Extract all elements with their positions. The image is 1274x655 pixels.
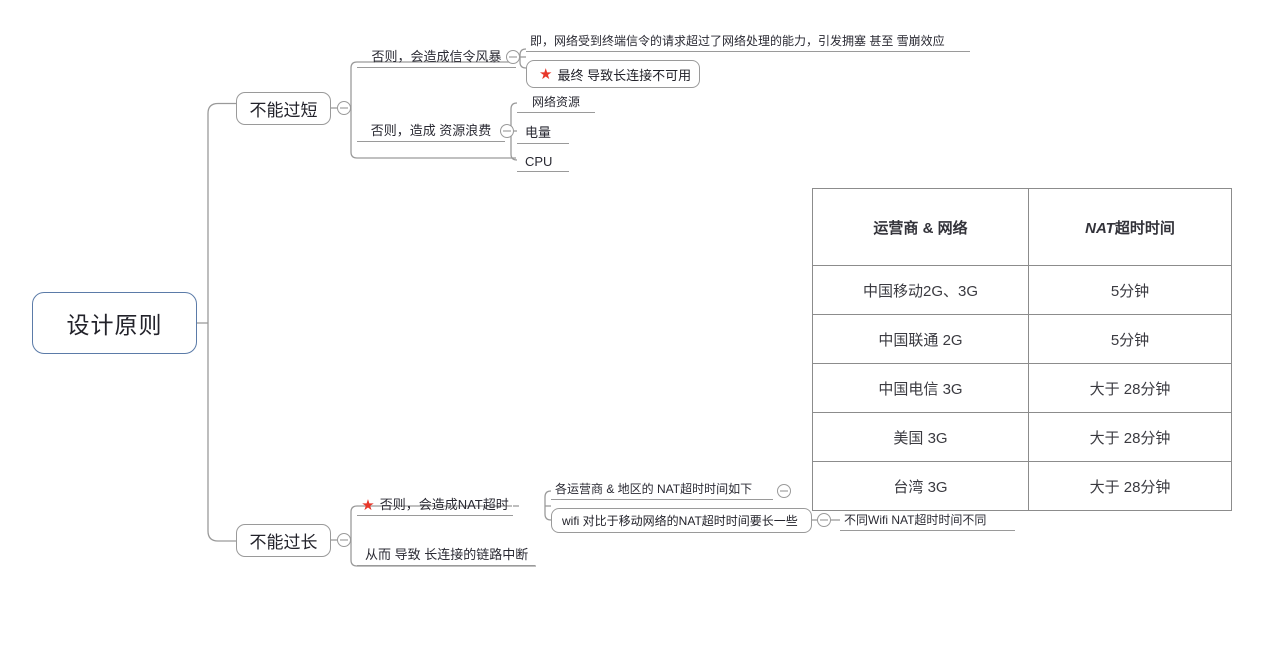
table-row: 中国联通 2G 5分钟 [812,314,1232,364]
node-congestion-explain-label: 即，网络受到终端信令的请求超过了网络处理的能力，引发拥塞 甚至 雪崩效应 [530,34,945,48]
collapse-toggle-signaling-storm[interactable] [506,50,520,64]
collapse-toggle-wifi[interactable] [817,513,831,527]
node-battery[interactable]: 电量 [517,120,569,144]
table-row: 中国移动2G、3G 5分钟 [812,265,1232,315]
node-cannot-be-too-long-label: 不能过长 [249,533,318,552]
node-resource-waste-label: 否则，造成 资源浪费 [370,123,492,138]
table-row: 美国 3G 大于 28分钟 [812,412,1232,462]
node-nat-timeout-label: 否则，会造成NAT超时 [379,497,509,512]
cell-timeout: 大于 28分钟 [1028,461,1232,511]
node-long-conn-unavailable-label: 最终 导致长连接不可用 [557,67,692,83]
node-signaling-storm-label: 否则，会造成信令风暴 [371,49,502,64]
node-wifi-compare-label: wifi 对比于移动网络的NAT超时时间要长一些 [562,514,798,528]
node-carrier-nat-list-label: 各运营商 & 地区的 NAT超时时间如下 [555,482,753,496]
collapse-toggle-too-short[interactable] [337,101,351,115]
table-header-row: 运营商 & 网络 NAT超时时间 [812,188,1232,266]
node-carrier-nat-list[interactable]: 各运营商 & 地区的 NAT超时时间如下 [551,478,773,500]
table-row: 中国电信 3G 大于 28分钟 [812,363,1232,413]
collapse-toggle-resource-waste[interactable] [500,124,514,138]
star-icon-nat: ★ [361,497,375,514]
cell-carrier: 美国 3G [812,412,1029,462]
cell-timeout: 5分钟 [1028,314,1232,364]
table-header-timeout-prefix: NAT [1085,219,1115,237]
node-signaling-storm[interactable]: 否则，会造成信令风暴 [357,44,516,68]
cell-timeout: 大于 28分钟 [1028,363,1232,413]
node-wifi-varies[interactable]: 不同Wifi NAT超时时间不同 [840,509,1015,531]
table-row: 台湾 3G 大于 28分钟 [812,461,1232,511]
root-node[interactable]: 设计原则 [32,292,197,354]
node-cannot-be-too-short-label: 不能过短 [249,101,318,120]
node-cpu[interactable]: CPU [517,148,569,172]
cell-carrier: 中国移动2G、3G [812,265,1029,315]
root-label: 设计原则 [66,312,163,338]
node-link-broken[interactable]: 从而 导致 长连接的链路中断 [357,540,535,566]
table-header-carrier: 运营商 & 网络 [812,188,1029,266]
node-network-resource[interactable]: 网络资源 [517,91,595,113]
collapse-toggle-nat-timeout[interactable] [777,484,791,498]
node-link-broken-label: 从而 导致 长连接的链路中断 [365,547,529,562]
node-nat-timeout[interactable]: ★ 否则，会造成NAT超时 [357,492,513,516]
node-cannot-be-too-long[interactable]: 不能过长 [236,524,331,557]
node-congestion-explain[interactable]: 即，网络受到终端信令的请求超过了网络处理的能力，引发拥塞 甚至 雪崩效应 [526,30,970,52]
cell-carrier: 中国联通 2G [812,314,1029,364]
nat-timeout-table: 运营商 & 网络 NAT超时时间 中国移动2G、3G 5分钟 中国联通 2G 5… [812,188,1232,511]
cell-carrier: 台湾 3G [812,461,1029,511]
table-header-timeout: NAT超时时间 [1028,188,1232,266]
collapse-toggle-too-long[interactable] [337,533,351,547]
cell-timeout: 大于 28分钟 [1028,412,1232,462]
cell-timeout: 5分钟 [1028,265,1232,315]
node-wifi-compare[interactable]: wifi 对比于移动网络的NAT超时时间要长一些 [551,508,812,533]
node-battery-label: 电量 [525,125,552,140]
node-long-conn-unavailable[interactable]: ★ 最终 导致长连接不可用 [526,60,700,88]
star-icon: ★ [539,65,553,83]
node-network-resource-label: 网络资源 [531,95,580,109]
cell-carrier: 中国电信 3G [812,363,1029,413]
node-cpu-label: CPU [525,154,553,169]
table-header-timeout-rest: 超时时间 [1114,219,1175,237]
node-resource-waste[interactable]: 否则，造成 资源浪费 [357,118,505,142]
node-cannot-be-too-short[interactable]: 不能过短 [236,92,331,125]
node-wifi-varies-label: 不同Wifi NAT超时时间不同 [844,513,987,527]
